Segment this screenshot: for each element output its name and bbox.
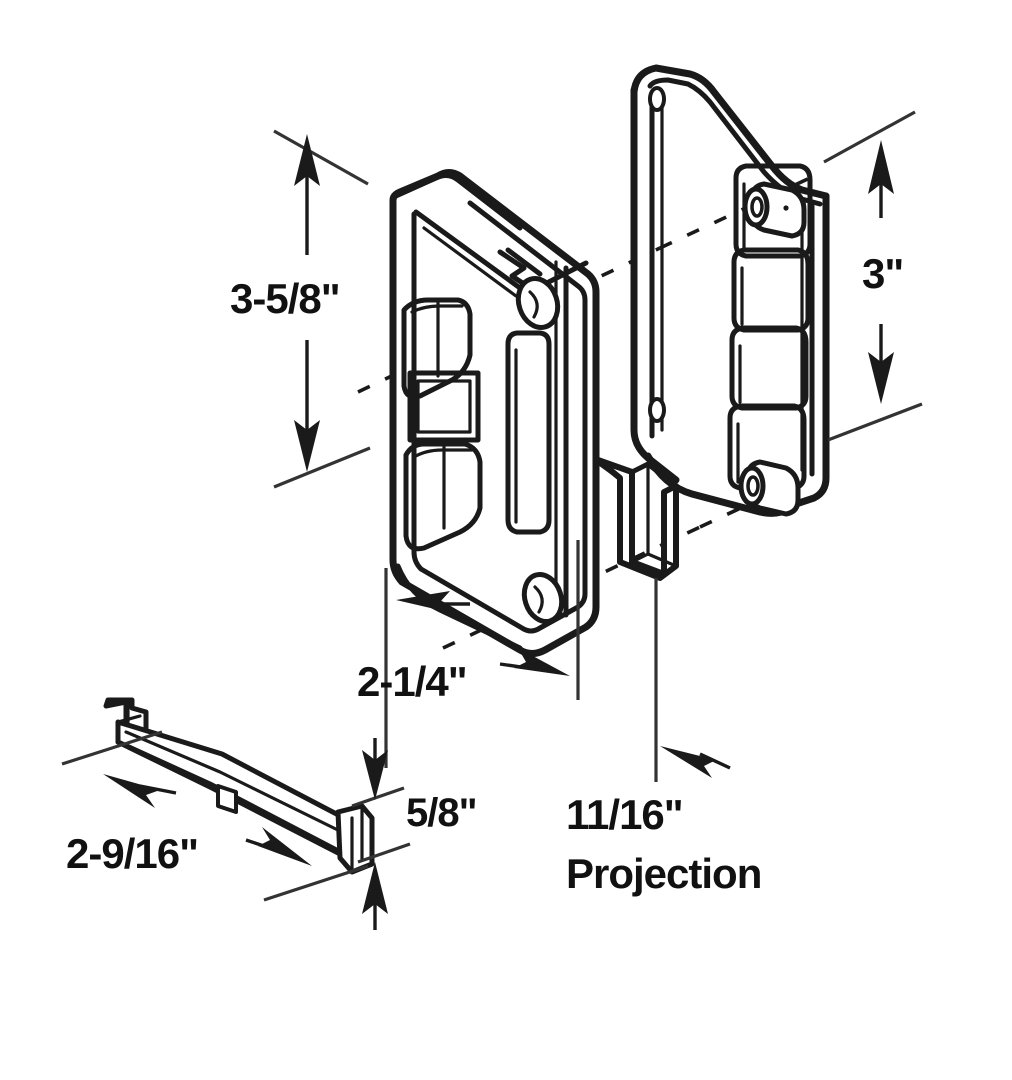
dimension-2-1-4: 2-1/4": [357, 540, 580, 768]
arrow-upleft-head: [103, 774, 160, 808]
outside-lower-screw-hole: [648, 397, 666, 423]
upper-roller-pin: [742, 181, 807, 239]
arrow-up-head: [362, 862, 388, 914]
inside-pull-plate: [389, 169, 600, 657]
dimension-label-3-inch: 3": [862, 250, 903, 297]
strike-bar: [103, 697, 375, 875]
dimension-5-8: 5/8": [351, 738, 478, 930]
dimension-label-3-5-8: 3-5/8": [230, 275, 340, 322]
dimension-label-2-9-16: 2-9/16": [66, 830, 198, 877]
dimension-3-inch: 3": [823, 110, 923, 442]
lower-roller-pin: [738, 459, 801, 517]
outside-upper-screw-hole: [648, 86, 666, 112]
arrow-down-head: [868, 352, 894, 404]
latch-tongue-projection: [595, 457, 679, 581]
lower-screw-hole: [521, 572, 565, 624]
outside-latch-plate: [595, 64, 830, 581]
arrow-left-head: [396, 591, 452, 613]
dimension-label-5-8: 5/8": [406, 791, 477, 835]
dimension-11-16-projection: 11/16" Projection: [566, 578, 762, 897]
dimension-2-9-16: 2-9/16": [61, 730, 369, 902]
dimension-label-2-1-4: 2-1/4": [357, 658, 467, 705]
arrow-up-head: [868, 140, 894, 194]
arrow-left-head: [660, 746, 716, 778]
dimension-label-11-16: 11/16": [566, 791, 683, 838]
arrow-down-head: [362, 750, 388, 800]
assembly-alignment-lines: [357, 175, 813, 650]
arrow-downright-head: [258, 827, 312, 866]
arrow-down-head: [294, 420, 320, 472]
dimension-label-projection: Projection: [566, 850, 761, 897]
arrow-right-head: [514, 648, 570, 676]
upper-screw-hole: [515, 276, 561, 330]
dimension-3-5-8: 3-5/8": [230, 129, 371, 489]
arrow-up-head: [294, 134, 320, 186]
